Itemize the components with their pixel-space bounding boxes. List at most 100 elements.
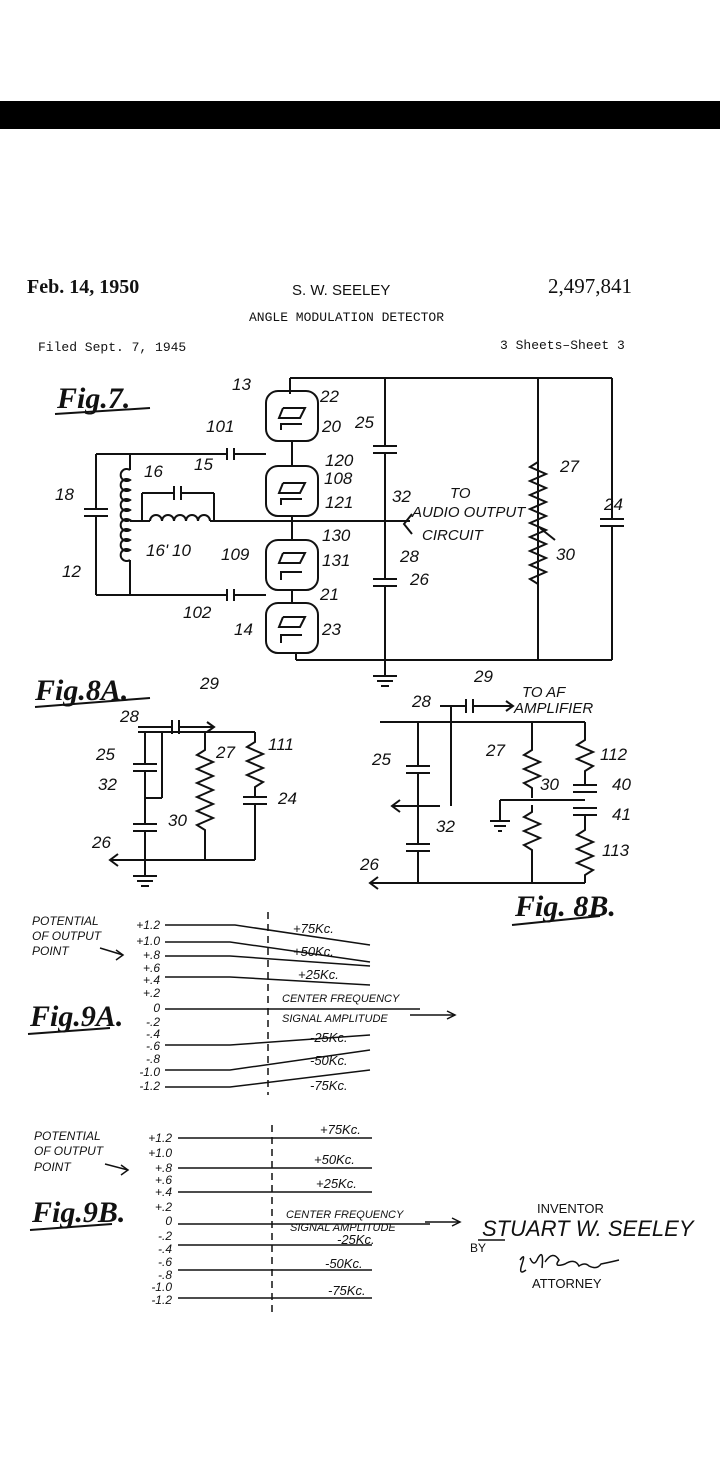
svg-text:121: 121 (325, 493, 353, 512)
svg-text:32: 32 (392, 487, 411, 506)
fig9a-ticks: +1.2 +1.0 +.8 +.6 +.4 +.2 0 -.2 -.4 -.6 … (136, 918, 160, 1093)
svg-text:30: 30 (168, 811, 187, 830)
svg-text:23: 23 (321, 620, 341, 639)
svg-text:+.4: +.4 (143, 973, 160, 987)
svg-text:113: 113 (602, 841, 630, 860)
attorney-signature (519, 1253, 620, 1273)
fig9a-curves (99, 912, 457, 1095)
fig9a-curve-labels: +75Kc. +50Kc. +25Kc. CENTER FREQUENCY SI… (282, 921, 400, 1093)
svg-text:-50Kc.: -50Kc. (310, 1053, 348, 1068)
svg-text:+75Kc.: +75Kc. (293, 921, 334, 936)
by-label: BY (470, 1241, 486, 1255)
svg-text:0: 0 (165, 1214, 172, 1228)
svg-text:AMPLIFIER: AMPLIFIER (513, 700, 593, 717)
svg-text:+25Kc.: +25Kc. (316, 1176, 357, 1191)
svg-text:32: 32 (436, 817, 455, 836)
fig9b-axis-title: POTENTIAL OF OUTPUT POINT (34, 1129, 105, 1174)
svg-text:16: 16 (144, 462, 163, 481)
svg-text:OF OUTPUT: OF OUTPUT (32, 929, 103, 943)
svg-text:-.8: -.8 (158, 1268, 172, 1282)
svg-text:40: 40 (612, 775, 631, 794)
svg-text:AUDIO OUTPUT: AUDIO OUTPUT (411, 504, 527, 521)
fig8b-ref-labels: 29 28 27 112 25 30 40 41 32 26 113 (359, 667, 631, 874)
svg-text:130: 130 (322, 526, 351, 545)
svg-text:131: 131 (322, 551, 350, 570)
inventor-short: S. W. SEELEY (292, 282, 391, 299)
svg-text:-.2: -.2 (158, 1229, 172, 1243)
svg-text:102: 102 (183, 603, 212, 622)
svg-text:+.2: +.2 (143, 986, 160, 1000)
svg-text:108: 108 (324, 469, 353, 488)
svg-text:15: 15 (194, 455, 213, 474)
svg-text:-.2: -.2 (146, 1015, 160, 1029)
svg-text:+1.2: +1.2 (136, 918, 160, 932)
svg-text:-.4: -.4 (158, 1242, 172, 1256)
svg-text:-25Kc.: -25Kc. (310, 1030, 348, 1045)
svg-text:14: 14 (234, 620, 253, 639)
fig8b-label: Fig. 8B. (514, 890, 616, 923)
svg-text:OF OUTPUT: OF OUTPUT (34, 1144, 105, 1158)
svg-text:-1.0: -1.0 (139, 1065, 160, 1079)
svg-text:+1.2: +1.2 (148, 1131, 172, 1145)
svg-text:+1.0: +1.0 (148, 1146, 172, 1160)
svg-text:22: 22 (319, 387, 339, 406)
svg-text:27: 27 (559, 457, 579, 476)
svg-text:+.6: +.6 (143, 961, 160, 975)
patent-date: Feb. 14, 1950 (27, 276, 140, 298)
svg-text:POTENTIAL: POTENTIAL (32, 914, 99, 928)
svg-text:111: 111 (268, 735, 294, 754)
svg-text:+.8: +.8 (155, 1161, 172, 1175)
fig8b-output-text: TO AF AMPLIFIER (513, 684, 593, 717)
fig9a-axis-title: POTENTIAL OF OUTPUT POINT (32, 914, 103, 958)
svg-text:+.6: +.6 (155, 1173, 172, 1187)
svg-text:-1.2: -1.2 (151, 1293, 172, 1307)
svg-text:27: 27 (215, 743, 235, 762)
fig9b-curve-labels: +75Kc. +50Kc. +25Kc. CENTER FREQUENCY SI… (286, 1122, 404, 1298)
svg-text:-.6: -.6 (146, 1039, 160, 1053)
svg-text:-25Kc.: -25Kc. (337, 1232, 375, 1247)
attorney-label: ATTORNEY (532, 1276, 602, 1291)
svg-text:-.6: -.6 (158, 1255, 172, 1269)
svg-text:-.4: -.4 (146, 1027, 160, 1041)
svg-text:-.8: -.8 (146, 1052, 160, 1066)
svg-text:+.2: +.2 (155, 1200, 172, 1214)
fig7-output-text: TO AUDIO OUTPUT CIRCUIT (411, 485, 527, 544)
svg-text:18: 18 (55, 485, 74, 504)
svg-text:12: 12 (62, 562, 81, 581)
svg-text:112: 112 (600, 745, 628, 764)
svg-text:28: 28 (399, 547, 419, 566)
svg-text:+50Kc.: +50Kc. (314, 1152, 355, 1167)
svg-text:26: 26 (91, 833, 111, 852)
fig9b-ticks: +1.2 +1.0 +.8 +.6 +.4 +.2 0 -.2 -.4 -.6 … (148, 1131, 172, 1307)
svg-text:41: 41 (612, 805, 631, 824)
filed-date: Filed Sept. 7, 1945 (38, 340, 187, 355)
svg-text:TO: TO (450, 485, 471, 502)
svg-text:30: 30 (556, 545, 575, 564)
fig7-ref-labels: 13 22 20 101 25 120 108 121 16 15 18 32 … (55, 375, 623, 639)
fig8b-circuit (368, 699, 597, 890)
svg-text:16': 16' (146, 541, 169, 560)
svg-text:24: 24 (603, 495, 623, 514)
svg-text:+50Kc.: +50Kc. (293, 944, 334, 959)
top-black-bar (0, 101, 720, 129)
svg-text:29: 29 (473, 667, 493, 686)
svg-text:+.8: +.8 (143, 948, 160, 962)
svg-text:-75Kc.: -75Kc. (328, 1283, 366, 1298)
svg-text:20: 20 (321, 417, 341, 436)
svg-text:TO AF: TO AF (522, 684, 566, 701)
svg-text:-75Kc.: -75Kc. (310, 1078, 348, 1093)
fig8a-ref-labels: 29 28 25 27 111 32 30 24 26 (91, 674, 297, 852)
svg-text:32: 32 (98, 775, 117, 794)
svg-text:-1.2: -1.2 (139, 1079, 160, 1093)
svg-text:POTENTIAL: POTENTIAL (34, 1129, 101, 1143)
svg-text:25: 25 (95, 745, 115, 764)
svg-text:30: 30 (540, 775, 559, 794)
svg-text:+25Kc.: +25Kc. (298, 967, 339, 982)
svg-text:0: 0 (153, 1001, 160, 1015)
svg-text:26: 26 (409, 570, 429, 589)
fig7-circuit (84, 377, 624, 687)
svg-text:26: 26 (359, 855, 379, 874)
svg-text:29: 29 (199, 674, 219, 693)
svg-text:10: 10 (172, 541, 191, 560)
